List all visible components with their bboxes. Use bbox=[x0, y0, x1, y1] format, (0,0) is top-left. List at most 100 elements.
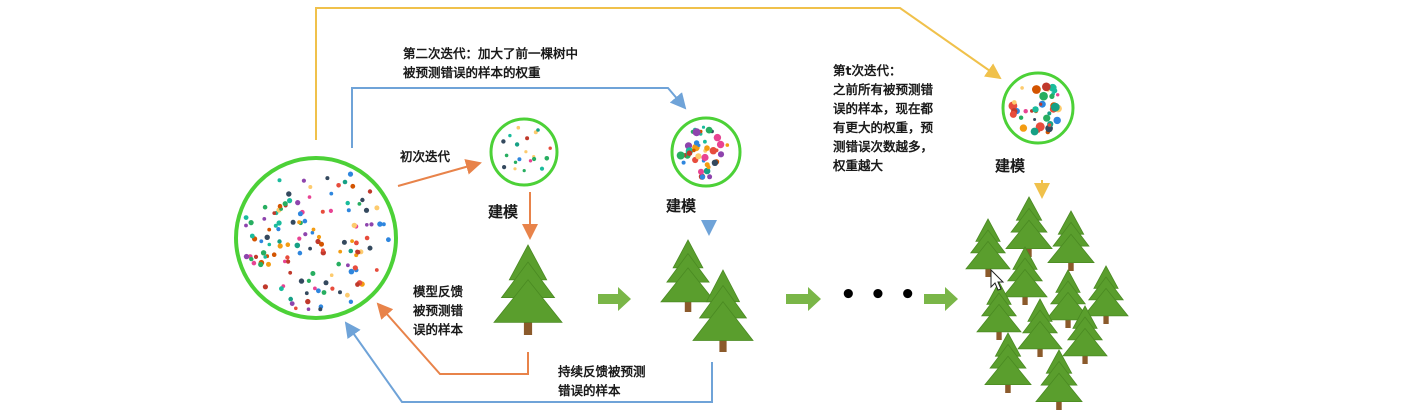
sample-dot bbox=[308, 246, 312, 251]
sample-dot bbox=[251, 260, 257, 266]
sample-dot bbox=[513, 160, 518, 164]
sample-dot bbox=[288, 270, 293, 275]
sample-dot bbox=[303, 232, 308, 237]
sample-dot bbox=[504, 153, 509, 158]
sample-dot bbox=[297, 211, 303, 217]
sample-dot bbox=[386, 237, 391, 243]
t-iteration-label: 第t次迭代： 之前所有被预测错 误的样本，现在都 有更大的权重，预 测错误次数越… bbox=[833, 63, 934, 173]
sample-dot bbox=[1012, 100, 1017, 105]
sample-dot bbox=[351, 222, 357, 229]
sample-dot bbox=[1050, 102, 1060, 112]
sample-dot bbox=[277, 239, 282, 244]
pine-tree-icon bbox=[965, 218, 1011, 277]
sample-dot bbox=[330, 286, 335, 291]
right-arrow-icon bbox=[924, 287, 958, 311]
sample-dot bbox=[350, 239, 354, 244]
sample-dot bbox=[319, 241, 324, 247]
continuous-feedback-connector bbox=[344, 321, 713, 403]
first-iteration-label: 初次迭代 bbox=[400, 149, 451, 164]
sample-dot bbox=[306, 307, 311, 312]
sample-dot bbox=[522, 169, 526, 173]
sample-dot bbox=[320, 209, 325, 214]
sample-dot bbox=[699, 174, 706, 180]
sample-dot bbox=[285, 255, 290, 260]
sample-dot bbox=[328, 208, 333, 213]
sample-dot bbox=[709, 147, 717, 155]
pine-tree-icon bbox=[1045, 269, 1091, 328]
sample-dot bbox=[697, 143, 701, 147]
sample-dot bbox=[517, 157, 522, 162]
sample-dot bbox=[714, 148, 719, 153]
sample-dot bbox=[289, 301, 295, 306]
sample-dot bbox=[347, 171, 354, 177]
sample-dot bbox=[363, 207, 370, 213]
sample-dot bbox=[1056, 93, 1060, 97]
pine-tree-icon bbox=[976, 281, 1022, 340]
t-iteration-connector bbox=[315, 7, 1002, 140]
sample-dot bbox=[525, 136, 530, 141]
right-arrow-icon bbox=[598, 287, 631, 311]
sample-dot bbox=[306, 278, 311, 283]
pine-tree-icon bbox=[1002, 246, 1048, 305]
sample-dot bbox=[298, 278, 305, 284]
pine-tree-icon bbox=[1047, 210, 1095, 271]
sample-dot bbox=[544, 156, 550, 161]
model-feedback-connector bbox=[376, 302, 529, 375]
first-iteration-connector bbox=[397, 159, 482, 187]
ellipsis: • • • bbox=[840, 280, 918, 310]
sample-dot bbox=[1020, 86, 1024, 90]
sample-dot bbox=[692, 148, 696, 153]
second-iteration-label: 第二次迭代：加大了前一棵树中 被预测错误的样本的权重 bbox=[403, 46, 579, 80]
sample-dot bbox=[352, 265, 358, 271]
sample-dot bbox=[249, 233, 255, 239]
sample-dot bbox=[686, 150, 693, 156]
sample-dot bbox=[548, 146, 552, 150]
sample-dot bbox=[1033, 118, 1037, 121]
sample-dot bbox=[508, 133, 512, 138]
sample-dot bbox=[701, 125, 706, 129]
sample-dot bbox=[321, 248, 325, 253]
sample-dot bbox=[248, 220, 254, 226]
second-build-model-label: 建模 bbox=[666, 197, 697, 215]
sample-dot bbox=[342, 179, 348, 185]
sample-dot bbox=[304, 291, 309, 296]
sample-dot bbox=[297, 236, 302, 241]
sample-dot bbox=[367, 189, 373, 194]
sample-dot bbox=[716, 140, 725, 149]
sample-dot bbox=[514, 142, 520, 147]
sample-dot bbox=[1043, 114, 1051, 122]
first-build-model-label: 建模 bbox=[488, 203, 519, 221]
sample-dot bbox=[692, 128, 701, 137]
sample-dot bbox=[294, 306, 298, 311]
sample-dot bbox=[681, 160, 686, 165]
pine-tree-icon bbox=[692, 269, 754, 352]
sample-dot bbox=[369, 222, 374, 227]
sample-dot bbox=[1023, 109, 1028, 114]
t-build-model-label: 建模 bbox=[995, 157, 1026, 175]
sample-dot bbox=[305, 298, 311, 305]
sample-dot bbox=[354, 240, 359, 246]
sample-dot bbox=[318, 307, 323, 312]
sample-dot bbox=[348, 248, 354, 254]
sample-dot bbox=[267, 227, 272, 232]
sample-dot bbox=[364, 235, 370, 241]
sample-dot bbox=[311, 227, 316, 232]
sample-dot bbox=[717, 151, 725, 158]
mouse-cursor-icon bbox=[990, 268, 1005, 291]
sample-dot bbox=[266, 261, 271, 267]
sample-dot bbox=[1030, 127, 1039, 136]
sample-dot bbox=[329, 273, 334, 278]
sample-dot bbox=[341, 239, 347, 245]
sample-dot bbox=[381, 222, 386, 227]
sample-dot bbox=[308, 185, 313, 189]
sample-dot bbox=[279, 286, 284, 292]
sample-dot bbox=[258, 261, 264, 268]
sample-dot bbox=[262, 204, 268, 210]
sample-dot bbox=[313, 286, 317, 291]
sample-dot bbox=[267, 242, 272, 247]
continuous-feedback-label: 持续反馈被预测 错误的样本 bbox=[558, 364, 646, 398]
sample-dot bbox=[263, 255, 268, 259]
sample-dot bbox=[1019, 124, 1028, 132]
sample-dot bbox=[262, 284, 268, 290]
